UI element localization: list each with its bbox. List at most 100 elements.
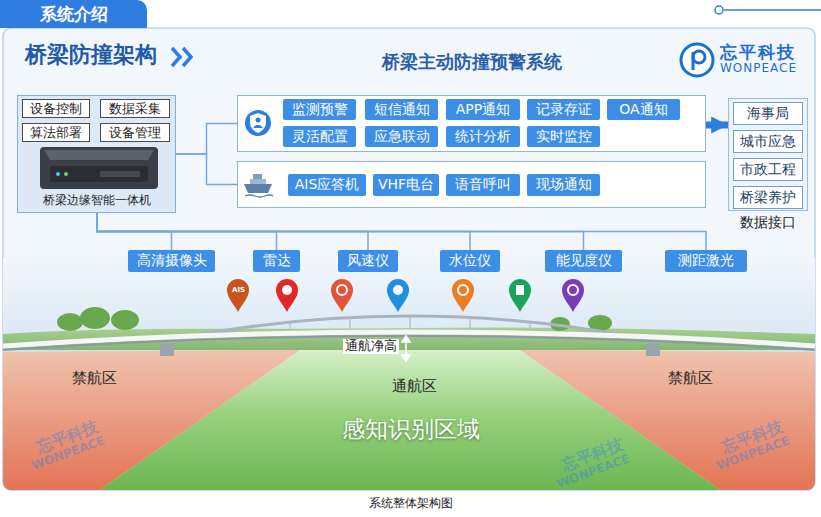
sensor-pins xyxy=(562,279,584,312)
section-tab: 系统介绍 xyxy=(0,0,147,28)
ship-icon xyxy=(253,174,262,180)
sensor-pins xyxy=(276,279,298,312)
bridge xyxy=(3,316,815,356)
feature-chip: 实时监控 xyxy=(527,126,600,147)
connector-line xyxy=(176,154,237,185)
feature-chip: 现场通知 xyxy=(527,174,600,196)
node-text: 记录存证 xyxy=(536,101,592,119)
node-text: 统计分析 xyxy=(455,128,511,146)
feature-chip: 记录存证 xyxy=(527,99,600,120)
node-text: 短信通知 xyxy=(374,101,430,119)
feature-chip: VHF电台 xyxy=(373,174,439,196)
sensor-box: 水位仪 xyxy=(440,250,500,272)
node-text: 系统介绍 xyxy=(40,3,108,26)
sensor-pins xyxy=(452,279,474,312)
node-text: 能见度仪 xyxy=(556,252,612,270)
sensor-pins xyxy=(509,279,531,312)
logo-text: 忘平科技 xyxy=(720,43,796,63)
node-text: 桥梁养护 xyxy=(740,189,796,207)
clearance-arrow xyxy=(402,355,410,361)
bridge xyxy=(160,344,174,356)
clearance-label: 通航净高 xyxy=(343,339,399,354)
sensor-pins xyxy=(458,285,468,295)
node-text: 风速仪 xyxy=(347,252,389,270)
feature-chip: 统计分析 xyxy=(446,126,520,147)
node-text: 监测预警 xyxy=(292,101,348,119)
node-text: 海事局 xyxy=(747,105,789,123)
ship-icon xyxy=(244,174,273,197)
node-text: 实时监控 xyxy=(536,128,592,146)
feature-chip: 灵活配置 xyxy=(283,126,356,147)
logo-icon xyxy=(692,52,695,70)
river-scene xyxy=(3,258,815,490)
node-text: 算法部署 xyxy=(30,124,82,142)
data-interface-box: 数据接口海事局城市应急市政工程桥梁养护 xyxy=(728,98,808,211)
connector-line xyxy=(97,213,706,250)
trees xyxy=(111,310,139,330)
node-text: 桥梁边缘智能一体机 xyxy=(18,192,175,209)
sensor-pins xyxy=(568,285,578,295)
function-chip: 设备控制 xyxy=(22,99,90,118)
shield-icon xyxy=(256,118,261,123)
main-panel xyxy=(3,28,815,490)
node-text: 城市应急 xyxy=(740,133,796,151)
sensor-pins xyxy=(516,285,524,295)
sensor-pins xyxy=(227,279,249,312)
figure-caption: 系统整体架构图 xyxy=(0,495,821,512)
connector-line xyxy=(176,124,237,155)
agency-chip: 桥梁养护 xyxy=(733,186,803,209)
edge-device-image xyxy=(56,172,60,176)
node-text: OA通知 xyxy=(619,101,667,119)
node-text: 现场通知 xyxy=(536,176,592,194)
sensor-pins xyxy=(387,279,409,312)
function-chip: 设备管理 xyxy=(100,123,170,142)
corner-decoration xyxy=(715,6,821,14)
node-text: APP通知 xyxy=(456,101,510,119)
function-group-box: 监测预警 短信通知 APP通知 记录存证 OA通知灵活配置应急联动 统计分析 实时监控 xyxy=(237,95,706,152)
ship-icon xyxy=(244,184,272,193)
navigation-zone xyxy=(100,350,720,490)
sensor-box: 能见度仪 xyxy=(545,250,622,272)
sensor-pins xyxy=(452,279,474,312)
logo-text: WONPEACE xyxy=(720,62,797,76)
zone-label: 禁航区 xyxy=(668,370,713,387)
water xyxy=(3,350,815,490)
connector-arrow xyxy=(706,122,728,129)
bridge xyxy=(3,336,815,350)
node-text: 测距激光 xyxy=(678,252,734,270)
feature-chip: APP通知 xyxy=(446,99,520,120)
corner-decoration xyxy=(715,6,723,14)
edge-device-image xyxy=(100,171,140,177)
sensor-pins xyxy=(331,279,353,312)
sensor-pins xyxy=(337,285,347,295)
section-heading: 桥梁防撞架构 xyxy=(25,42,157,67)
sensor-pins xyxy=(331,279,353,312)
sensor-pins xyxy=(393,285,403,295)
bridge xyxy=(646,344,660,356)
ship-icon xyxy=(250,179,266,184)
function-chip: 算法部署 xyxy=(22,123,90,142)
feature-chip: OA通知 xyxy=(607,99,680,120)
feature-chip: 语音呼叫 xyxy=(446,174,520,196)
area-label: 感知识别区域 xyxy=(342,416,480,442)
shield-icon xyxy=(245,110,271,136)
header-chevrons xyxy=(183,48,191,66)
logo-icon xyxy=(681,44,713,76)
sensor-pins xyxy=(227,279,584,312)
node-text: 数据采集 xyxy=(109,100,161,118)
node-text: 高清摄像头 xyxy=(137,252,207,270)
feature-chip: 短信通知 xyxy=(365,99,438,120)
node-text: 应急联动 xyxy=(374,128,430,146)
clearance-arrow xyxy=(402,336,410,342)
sensor-pins xyxy=(227,279,249,312)
sensor-pins xyxy=(509,279,531,312)
trees xyxy=(57,313,83,331)
node-text: 数据接口 xyxy=(717,214,819,232)
logo-icon xyxy=(693,51,705,63)
edge-device-image xyxy=(40,147,158,189)
clearance-arrow xyxy=(402,336,410,361)
sensor-box: 雷达 xyxy=(253,250,300,272)
node-text: 水位仪 xyxy=(449,252,491,270)
node-text: 语音呼叫 xyxy=(455,176,511,194)
feature-chip: AIS应答机 xyxy=(288,174,366,196)
